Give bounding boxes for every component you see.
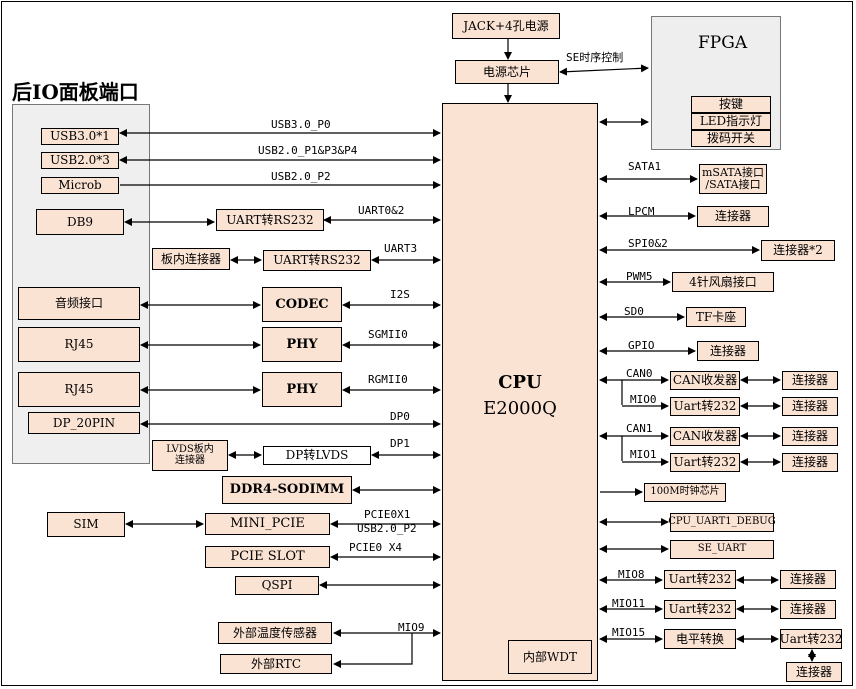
ext-temp-sensor: 外部温度传感器 xyxy=(218,622,332,644)
uart0-rs232: Uart转232 xyxy=(670,397,740,416)
ext-rtc: 外部RTC xyxy=(220,654,332,674)
level-shifter: 电平转换 xyxy=(664,629,736,649)
usb20-port: USB2.0*3 xyxy=(41,152,119,169)
label-can0: CAN0 xyxy=(626,367,653,380)
cpu-label: CPU xyxy=(498,372,542,393)
label-rgmii0: RGMII0 xyxy=(368,373,408,386)
label-uart3: UART3 xyxy=(384,242,418,255)
can1-connector: 连接器 xyxy=(782,427,838,446)
sim-slot: SIM xyxy=(47,512,125,537)
phy-chip-1: PHY xyxy=(262,327,342,362)
label-sata1: SATA1 xyxy=(628,160,662,173)
uart-rs232-2: UART转RS232 xyxy=(263,250,371,271)
label-pcie0x1: PCIE0X1 xyxy=(364,508,411,521)
mini-pcie-slot: MINI_PCIE xyxy=(205,513,330,535)
label-sgmii0: SGMII0 xyxy=(368,328,408,341)
label-uart02: UART0&2 xyxy=(358,204,405,217)
audio-port: 音频接口 xyxy=(18,287,140,320)
clock-chip: 100M时钟芯片 xyxy=(644,483,726,502)
uart-rs232-1: UART转RS232 xyxy=(216,209,324,231)
can1-transceiver: CAN收发器 xyxy=(670,427,740,446)
mio8-connector: 连接器 xyxy=(780,570,836,589)
mio11-connector: 连接器 xyxy=(780,600,836,619)
label-usb30-p0: USB3.0_P0 xyxy=(271,118,331,131)
mio11-uart: Uart转232 xyxy=(664,600,736,619)
dp20pin-port: DP_20PIN xyxy=(28,412,140,434)
seq-control-label: SE时序控制 xyxy=(566,51,624,64)
fpga-dip-switch: 拨码开关 xyxy=(691,130,771,147)
label-can1: CAN1 xyxy=(626,422,653,435)
fpga-led: LED指示灯 xyxy=(691,113,771,130)
can0-transceiver: CAN收发器 xyxy=(670,371,740,390)
label-usb20-p2: USB2.0_P2 xyxy=(271,170,331,183)
codec-chip: CODEC xyxy=(262,287,342,322)
panel-title: 后IO面板端口 xyxy=(12,80,139,104)
uart1-connector: 连接器 xyxy=(782,453,838,472)
mio8-uart: Uart转232 xyxy=(664,570,736,589)
power-jack: JACK+4孔电源 xyxy=(452,13,560,39)
cpu-block xyxy=(442,103,598,681)
gpio-connector: 连接器 xyxy=(697,341,759,361)
fan-connector: 4针风扇接口 xyxy=(672,272,774,292)
se-uart: SE_UART xyxy=(670,540,774,559)
msata-interface: mSATA接口 /SATA接口 xyxy=(699,164,767,194)
usb30-port: USB3.0*1 xyxy=(41,128,119,145)
label-usb20-p1: USB2.0_P1&P3&P4 xyxy=(258,144,358,157)
rj45-port-1: RJ45 xyxy=(18,327,140,362)
label-i2s: I2S xyxy=(390,288,410,301)
can0-connector: 连接器 xyxy=(782,371,838,390)
mio15-uart: Uart转232 xyxy=(780,629,842,649)
db9-port: DB9 xyxy=(36,209,124,235)
pcie-slot: PCIE SLOT xyxy=(205,546,330,568)
spi-connector: 连接器*2 xyxy=(761,240,835,261)
dp-lvds-bridge: DP转LVDS xyxy=(263,446,371,465)
uart0-connector: 连接器 xyxy=(782,397,838,416)
microb-port: Microb xyxy=(41,177,119,194)
label-dp0: DP0 xyxy=(390,410,410,423)
rj45-port-2: RJ45 xyxy=(18,372,140,407)
cpu-uart1-debug: CPU_UART1_DEBUG xyxy=(668,513,776,532)
mio15-connector: 连接器 xyxy=(786,662,842,682)
power-chip: 电源芯片 xyxy=(455,60,559,84)
uart1-rs232: Uart转232 xyxy=(670,453,740,472)
label-pcie0x4: PCIE0 X4 xyxy=(349,541,402,554)
label-mio1: MIO1 xyxy=(630,448,657,461)
cpu-model: E2000Q xyxy=(483,398,557,419)
tf-card-slot: TF卡座 xyxy=(686,307,746,327)
qspi-flash: QSPI xyxy=(235,576,319,595)
internal-wdt: 内部WDT xyxy=(508,640,592,674)
board-connector: 板内连接器 xyxy=(152,248,230,270)
ddr4-sodimm: DDR4-SODIMM xyxy=(222,476,352,504)
lvds-connector: LVDS板内 连接器 xyxy=(152,440,228,471)
label-mio0: MIO0 xyxy=(630,393,657,406)
lpcm-connector: 连接器 xyxy=(697,206,769,227)
label-dp1: DP1 xyxy=(390,437,410,450)
fpga-title: FPGA xyxy=(698,33,748,53)
fpga-key: 按键 xyxy=(691,96,771,113)
phy-chip-2: PHY xyxy=(262,372,342,407)
